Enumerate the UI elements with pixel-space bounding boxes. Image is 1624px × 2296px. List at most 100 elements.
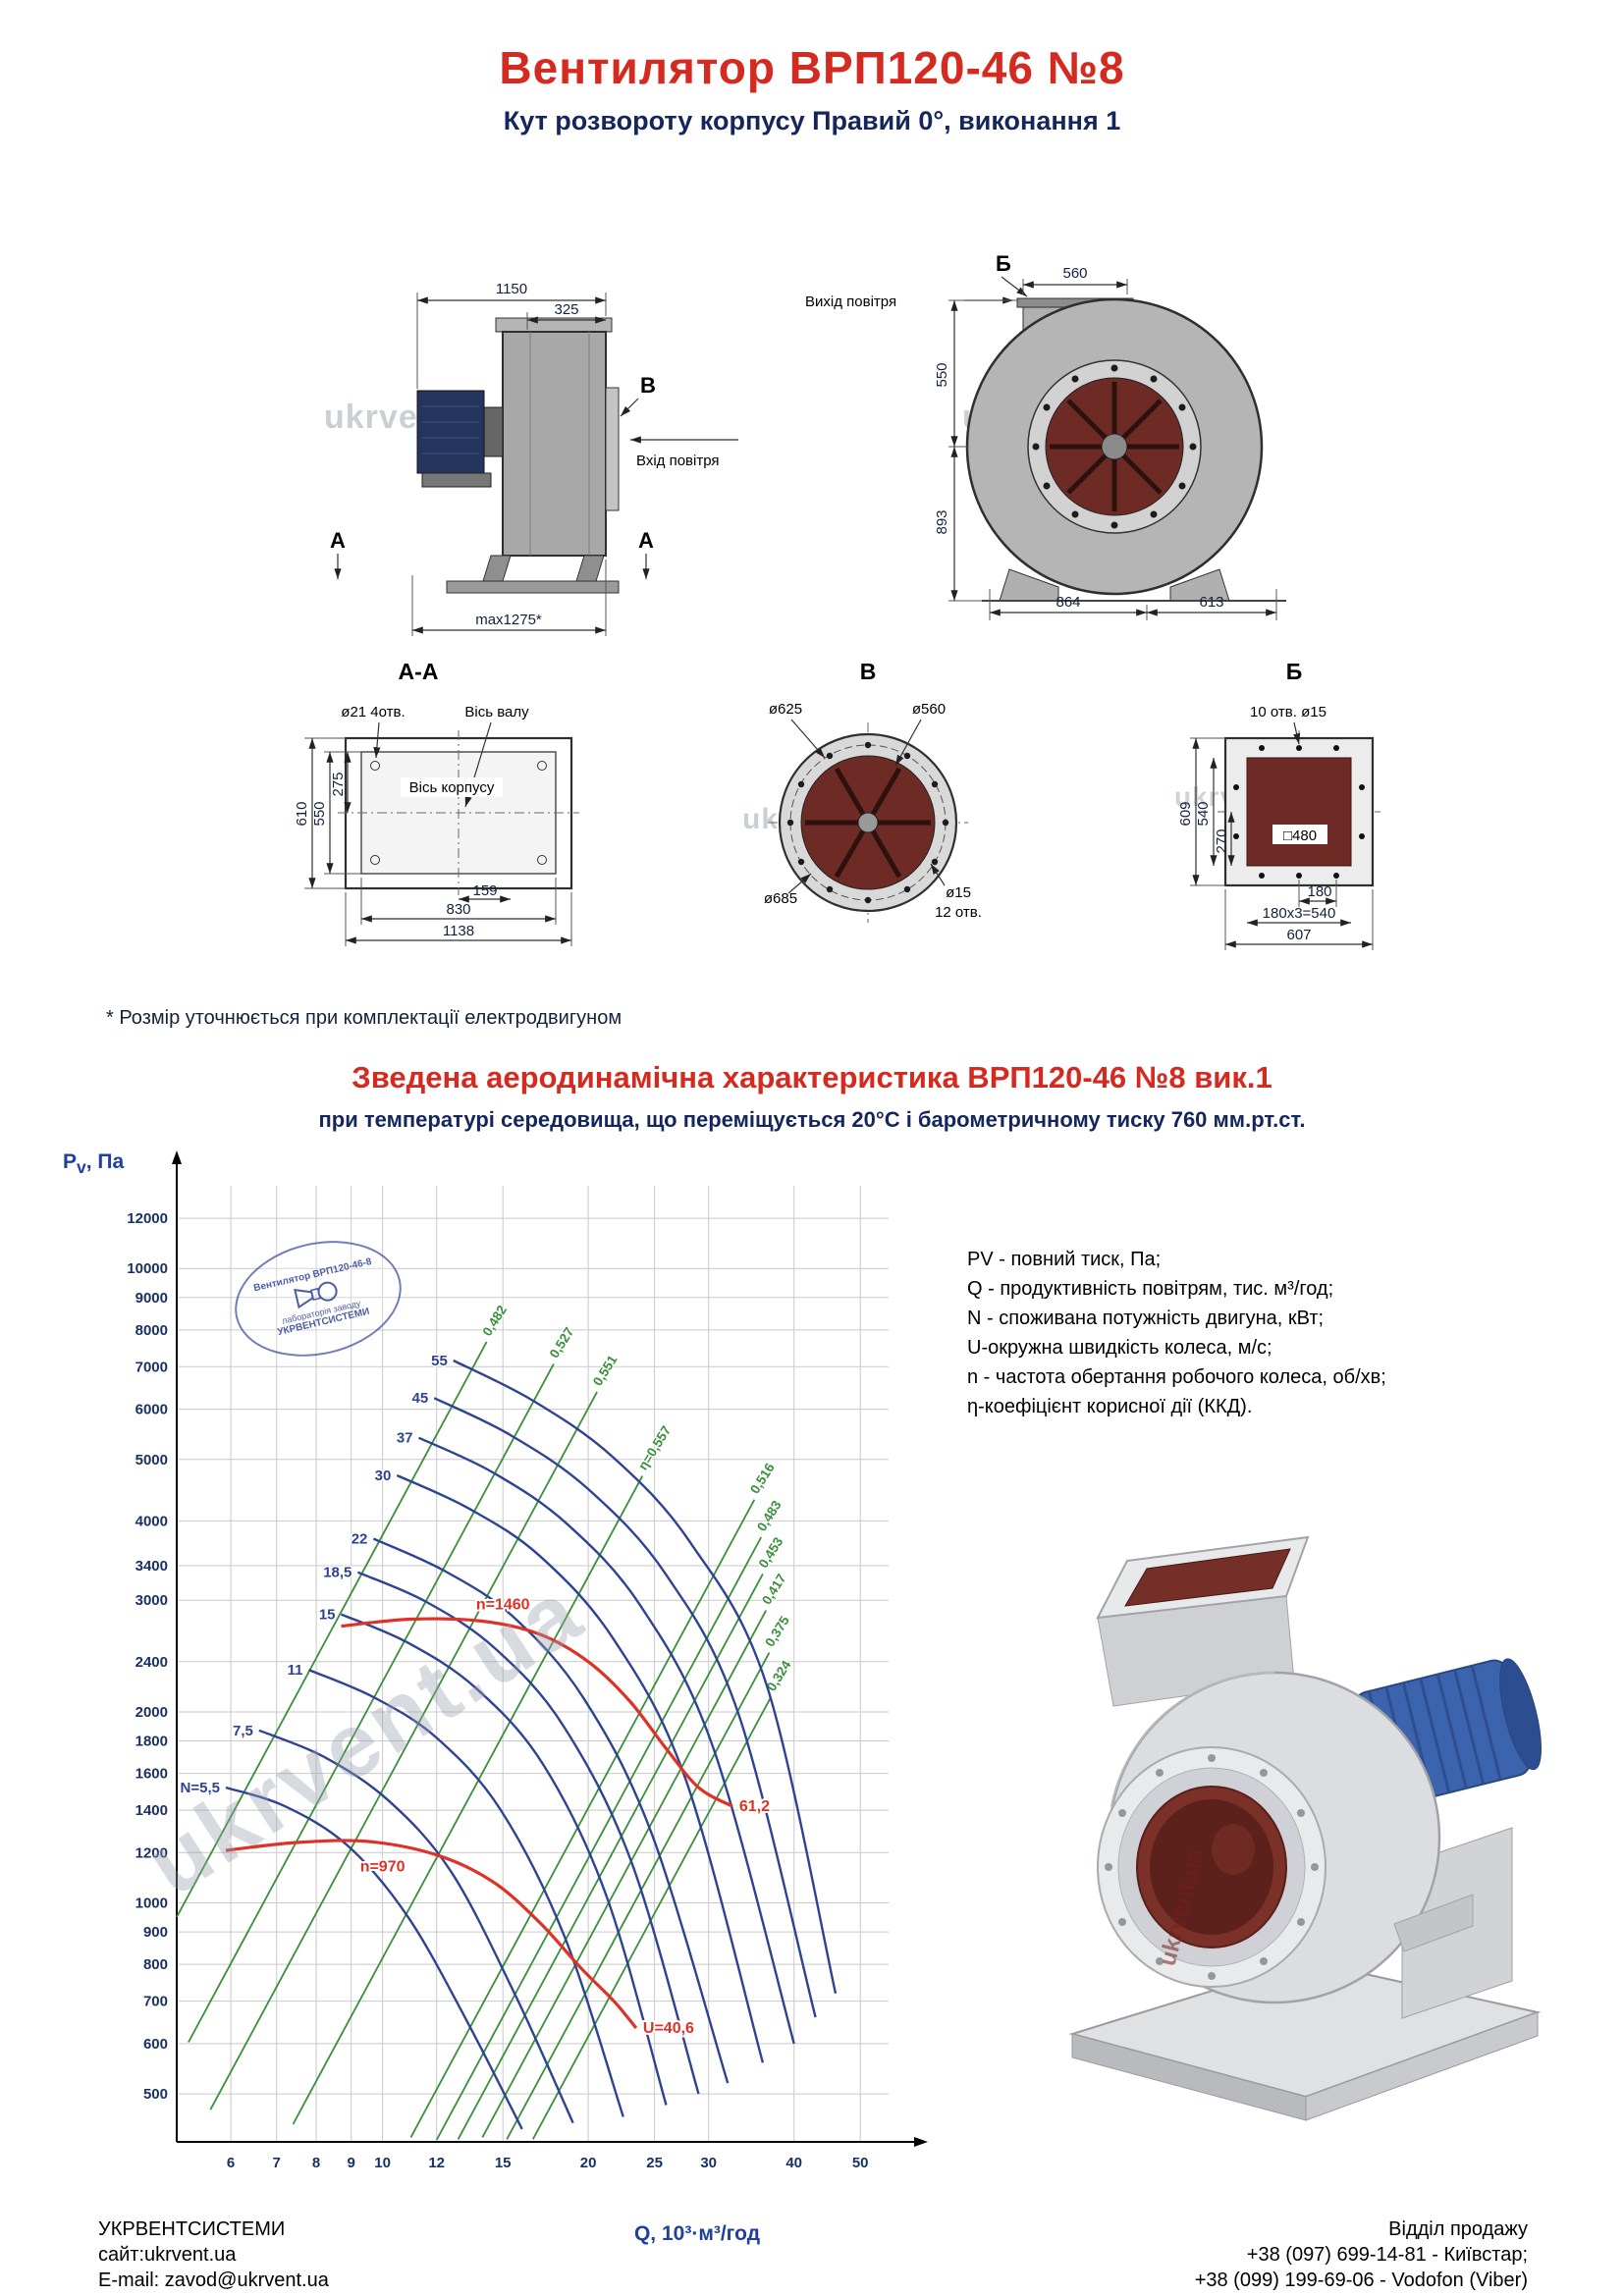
y-tick-label: 1600: [135, 1766, 168, 1783]
dim-480: □480: [1283, 828, 1317, 844]
y-tick-label: 4000: [135, 1513, 168, 1529]
efficiency-curve: [292, 1475, 644, 2125]
fan-speed-curve: [341, 1617, 733, 1808]
page-title: Вентилятор ВРП120-46 №8: [499, 42, 1125, 93]
flange-bolt-holes: [786, 741, 949, 904]
x-tick-label: 7: [273, 2155, 281, 2171]
cut-a-right: А: [638, 528, 654, 553]
dim-625: ø625: [769, 701, 802, 718]
company-name: УКРВЕНТСИСТЕМИ: [98, 2218, 286, 2240]
sales-phone-1: +38 (097) 699-14-81 - Київстар;: [1246, 2244, 1528, 2266]
holes-21-label: ø21 4отв.: [341, 704, 405, 721]
section-b-title: Б: [1286, 659, 1303, 684]
dim-159: 159: [472, 882, 497, 899]
power-curve: [225, 1786, 523, 2130]
section-v-title: В: [860, 659, 877, 684]
fan-speed-curve: [225, 1839, 638, 2030]
y-tick-label: 800: [143, 1956, 168, 1973]
x-axis-title: Q, 10³·м³/год: [633, 2222, 761, 2245]
x-tick-label: 12: [428, 2155, 445, 2171]
dim-610: 610: [294, 801, 310, 826]
inlet-air-label: Вхід повітря: [636, 453, 720, 469]
power-curve-label: 30: [375, 1468, 392, 1484]
dim-609: 609: [1177, 801, 1194, 826]
laboratory-stamp: Вентилятор ВРП120-46-8 лабораторія завод…: [223, 1225, 413, 1372]
side-view-drawing: 1150 325 max1275* В Вхід повітря А А: [330, 281, 738, 636]
efficiency-curve: [409, 1499, 756, 2138]
front-view-drawing: Б Вихід повітря 560 550 893 864: [805, 251, 1286, 620]
efficiency-curve-label: 0,482: [479, 1303, 510, 1339]
x-tick-label: 50: [852, 2155, 869, 2171]
efficiency-curve-label: 0,417: [759, 1572, 789, 1608]
dim-893: 893: [934, 509, 950, 534]
section-aa-title: А-А: [399, 659, 439, 684]
x-tick-label: 9: [348, 2155, 355, 2171]
power-curve-label: N=5,5: [181, 1780, 220, 1796]
y-tick-label: 5000: [135, 1452, 168, 1468]
fan-speed-label: n=970: [360, 1859, 406, 1876]
company-site: сайт:ukrvent.ua: [98, 2244, 237, 2266]
y-tick-label: 8000: [135, 1322, 168, 1339]
dim-550-front: 550: [934, 362, 950, 387]
power-curve-label: 55: [431, 1353, 448, 1369]
power-curve-label: 15: [319, 1607, 336, 1624]
dim-560-v: ø560: [912, 701, 946, 718]
y-axis-subscript: v: [77, 1157, 86, 1178]
fan-speed-label: n=1460: [476, 1597, 530, 1614]
chart-section-title: Зведена аеродинамічна характеристика ВРП…: [352, 1060, 1272, 1095]
fan-3d-image: ukrvent.ua: [1068, 1535, 1543, 2121]
power-curve: [453, 1359, 838, 1994]
dim-613: 613: [1199, 594, 1223, 611]
legend-line: Q - продуктивність повітрям, тис. м³/год…: [967, 1278, 1334, 1300]
y-tick-label: 500: [143, 2086, 168, 2103]
body-axis-label: Вісь корпусу: [409, 779, 495, 796]
dim-180: 180: [1307, 883, 1331, 900]
x-axis-arrow: [914, 2137, 928, 2147]
legend-line: η-коефіцієнт корисної дії (ККД).: [967, 1396, 1253, 1417]
power-curve: [341, 1613, 668, 2106]
y-tick-label: 1200: [135, 1844, 168, 1861]
chart-section-subtitle: при температурі середовища, що переміщує…: [318, 1107, 1306, 1132]
flange-bolt-holes: [1233, 745, 1365, 879]
holes-10-label: 10 отв. ø15: [1250, 704, 1326, 721]
efficiency-curve: [435, 1536, 762, 2141]
view-b-letter: Б: [996, 251, 1011, 276]
y-tick-label: 7000: [135, 1359, 168, 1375]
dim-325: 325: [554, 301, 578, 318]
x-tick-label: 40: [785, 2155, 802, 2171]
dim-275: 275: [330, 772, 347, 796]
power-curve: [417, 1436, 795, 2045]
dim-607: 607: [1286, 927, 1311, 943]
dim-180x3: 180x3=540: [1263, 905, 1336, 922]
y-tick-label: 700: [143, 1994, 168, 2010]
stamp-fan-icon: [294, 1281, 338, 1309]
legend-line: n - частота обертання робочого колеса, о…: [967, 1366, 1386, 1388]
power-curve-label: 7,5: [233, 1723, 253, 1739]
shaft-axis-label: Вісь валу: [464, 704, 529, 721]
x-tick-label: 20: [580, 2155, 597, 2171]
dim-1138: 1138: [443, 923, 474, 939]
y-axis-arrow: [172, 1150, 182, 1164]
y-tick-label: 1400: [135, 1802, 168, 1819]
efficiency-curve: [481, 1610, 767, 2138]
efficiency-curve: [209, 1391, 598, 2110]
fan-speed-end-label: U=40,6: [643, 2020, 694, 2037]
efficiency-curve-label: 0,551: [590, 1352, 621, 1388]
flange-bolt-holes: [1032, 364, 1197, 529]
hub: [1101, 433, 1128, 460]
cut-a-left: А: [330, 528, 346, 553]
power-curve: [308, 1668, 624, 2117]
x-tick-label: 25: [646, 2155, 663, 2171]
power-curve: [372, 1537, 730, 2084]
inlet-flange: [1097, 1746, 1326, 1988]
section-v-drawing: В ø625 ø560 ø685: [764, 659, 982, 923]
efficiency-curve: [457, 1573, 764, 2140]
y-tick-label: 600: [143, 2036, 168, 2053]
chart-legend: PV - повний тиск, Па; Q - продуктивність…: [967, 1245, 1576, 1421]
power-curve-label: 37: [397, 1430, 413, 1447]
inlet-bolt-holes: [1105, 1754, 1319, 1980]
dim-270: 270: [1214, 828, 1230, 853]
x-tick-label: 30: [700, 2155, 717, 2171]
y-axis-units: , Па: [85, 1150, 125, 1173]
